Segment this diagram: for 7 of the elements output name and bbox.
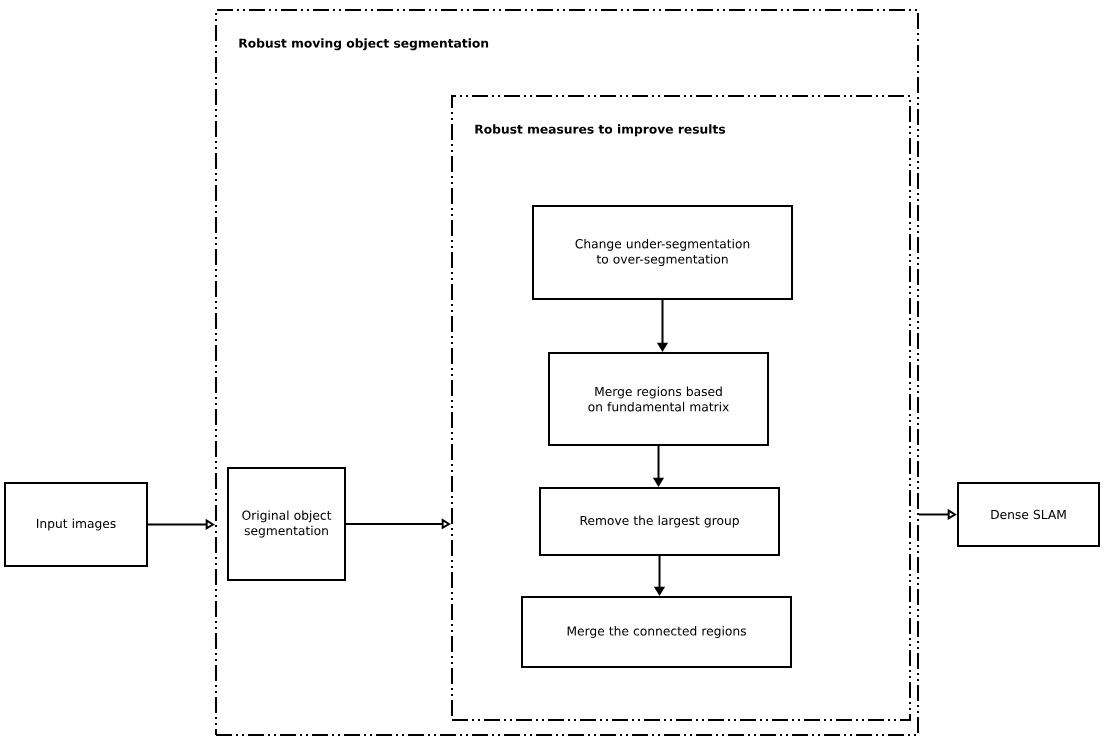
process-box: Change under-segmentation to over-segmentation bbox=[532, 205, 793, 300]
process-box: Remove the largest group bbox=[539, 487, 780, 556]
process-box: Input images bbox=[4, 482, 148, 567]
process-box: Dense SLAM bbox=[957, 482, 1100, 547]
process-box: Merge regions based on fundamental matrix bbox=[548, 352, 769, 446]
process-box: Original object segmentation bbox=[227, 467, 346, 581]
process-box: Merge the connected regions bbox=[521, 596, 792, 668]
